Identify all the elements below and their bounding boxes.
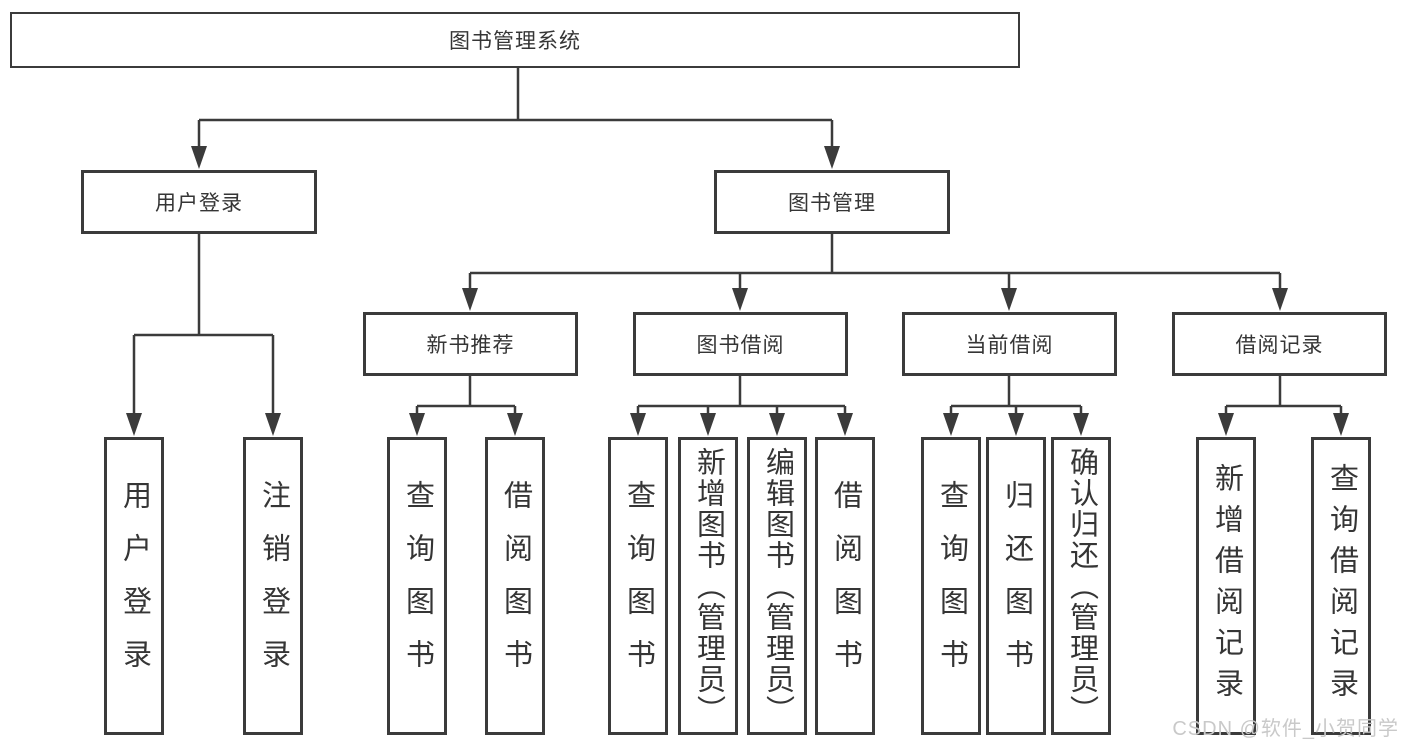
node-borrowing-records: 借阅记录 (1172, 312, 1387, 376)
connector-borrowrecord-to-leaves (1218, 376, 1349, 436)
leaf-user-login: 用户登录 (104, 437, 164, 735)
node-new-book-recommend: 新书推荐 (363, 312, 578, 376)
leaf-logout: 注销登录 (243, 437, 303, 735)
connector-currentborrow-to-leaves (943, 376, 1089, 436)
node-book-management: 图书管理 (714, 170, 950, 234)
node-book-borrowing: 图书借阅 (633, 312, 848, 376)
node-system-root: 图书管理系统 (10, 12, 1020, 68)
connector-bookborrow-to-leaves (630, 376, 853, 436)
leaf-query-books-1: 查询图书 (387, 437, 447, 735)
leaf-query-borrow-record: 查询借阅记录 (1311, 437, 1371, 735)
leaf-query-books-3: 查询图书 (921, 437, 981, 735)
node-user-login: 用户登录 (81, 170, 317, 234)
leaf-add-books-admin: 新增图书（管理员） (678, 437, 738, 735)
leaf-borrow-books-1: 借阅图书 (485, 437, 545, 735)
csdn-watermark: CSDN @软件_小贺同学 (1172, 718, 1399, 740)
connector-userlogin-to-leaves (126, 234, 281, 436)
leaf-borrow-books-2: 借阅图书 (815, 437, 875, 735)
connector-newbook-to-leaves (409, 376, 523, 436)
leaf-query-books-2: 查询图书 (608, 437, 668, 735)
connector-root-to-level2 (191, 68, 840, 169)
connector-bookmgmt-to-level3 (462, 234, 1288, 311)
leaf-confirm-return-admin: 确认归还（管理员） (1051, 437, 1111, 735)
leaf-return-books: 归还图书 (986, 437, 1046, 735)
leaf-edit-books-admin: 编辑图书（管理员） (747, 437, 807, 735)
leaf-add-borrow-record: 新增借阅记录 (1196, 437, 1256, 735)
node-current-borrowing: 当前借阅 (902, 312, 1117, 376)
